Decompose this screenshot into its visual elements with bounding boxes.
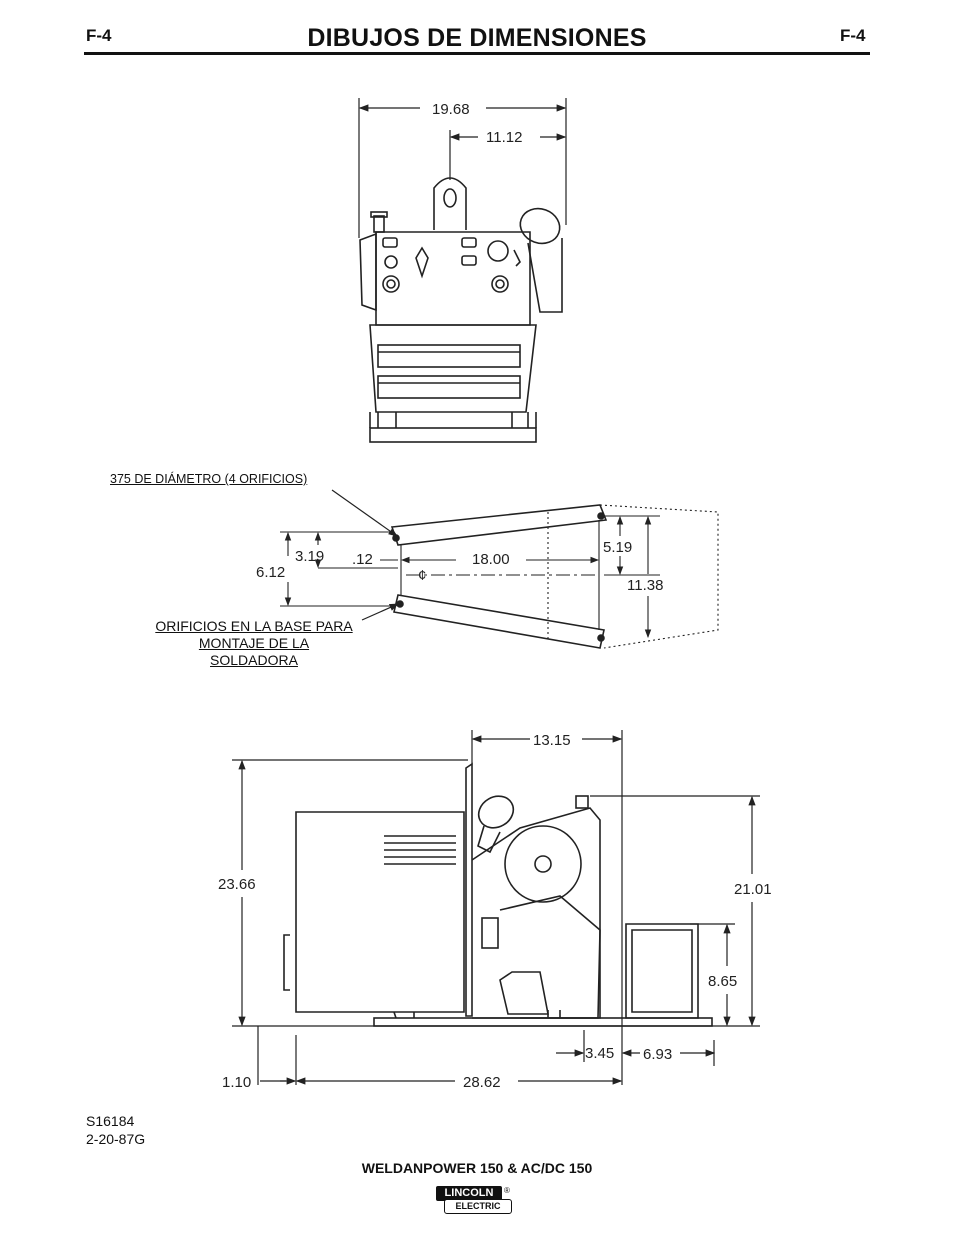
dim-lift-bail: 11.12 <box>486 129 522 146</box>
footer-model: WELDANPOWER 150 & AC/DC 150 <box>361 1160 593 1176</box>
page-title: DIBUJOS DE DIMENSIONES <box>307 24 647 52</box>
dim-hole-spacing-front: 6.12 <box>256 564 285 581</box>
dim-offset-a: 3.45 <box>585 1045 614 1062</box>
dim-engine-height: 21.01 <box>734 881 772 898</box>
lincoln-electric-logo: LINCOLN ® ELECTRIC <box>434 1186 512 1214</box>
hole-note: 375 DE DIÁMETRO (4 ORIFICIOS) <box>110 472 308 486</box>
logo-bottom-text: ELECTRIC <box>444 1199 512 1214</box>
dim-total-length: 28.62 <box>463 1074 501 1091</box>
drawing-reference: S16184 2-20-87G <box>86 1112 145 1148</box>
mount-note-line3: SOLDADORA <box>210 652 298 668</box>
front-view <box>358 98 567 443</box>
logo-top-text: LINCOLN <box>436 1186 502 1201</box>
page-code-right: F-4 <box>840 26 866 45</box>
dim-length: 18.00 <box>472 551 510 568</box>
side-view <box>232 730 760 1085</box>
mount-note-line1: ORIFICIOS EN LA BASE PARA <box>155 618 353 634</box>
centerline-symbol: ¢ <box>418 567 426 584</box>
drawing-revision: 2-20-87G <box>86 1131 146 1147</box>
dim-edge: .12 <box>352 551 373 568</box>
logo-registered-mark: ® <box>504 1186 510 1195</box>
dim-front-overhang: 1.10 <box>222 1074 251 1091</box>
dim-total-height: 23.66 <box>218 876 256 893</box>
dim-hole-offset-rear: 5.19 <box>603 539 632 556</box>
mount-note-line2: MONTAJE DE LA <box>198 635 310 651</box>
dim-top-rear: 13.15 <box>533 732 571 749</box>
dim-tank-height: 8.65 <box>708 973 737 990</box>
header-rule <box>84 52 870 55</box>
base-view <box>280 489 719 649</box>
dim-overall-width: 19.68 <box>432 101 470 118</box>
mount-note: ORIFICIOS EN LA BASE PARA MONTAJE DE LA … <box>136 618 372 668</box>
dim-hole-offset: 3.19 <box>295 548 324 565</box>
dim-offset-b: 6.93 <box>643 1046 672 1063</box>
dim-width-rear: 11.38 <box>627 577 663 594</box>
page-code-left: F-4 <box>86 26 112 45</box>
drawing-number: S16184 <box>86 1113 135 1129</box>
